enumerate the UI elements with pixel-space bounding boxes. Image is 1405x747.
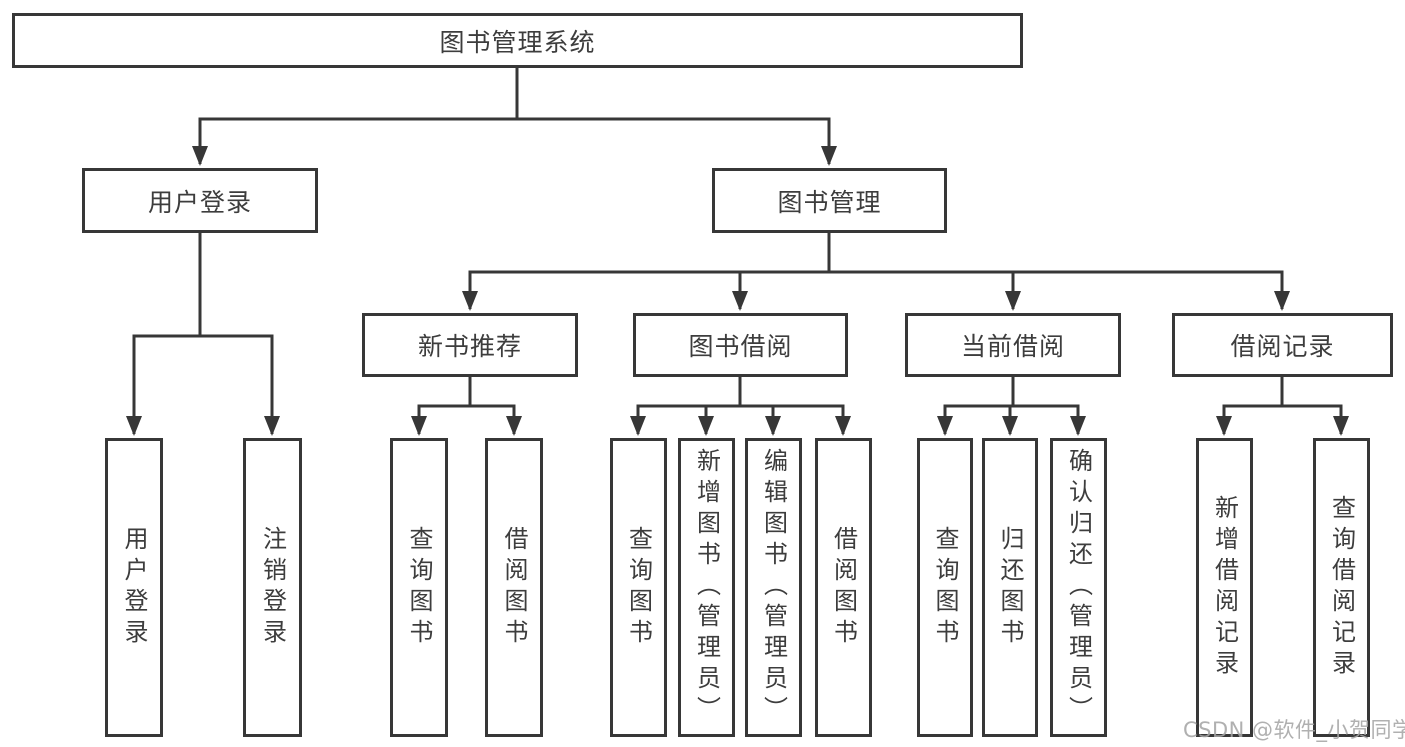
node-label: 图书管理系统 <box>439 27 596 57</box>
node-user-login: 用户登录 <box>82 168 318 233</box>
node-label: 借阅记录 <box>1230 332 1335 361</box>
node-leaf-add-borrow-record: 新增借阅记录 <box>1196 438 1253 737</box>
node-leaf-query-books-1: 查询图书 <box>390 438 448 737</box>
node-label: 查询图书 <box>624 525 653 650</box>
connector-root-to-level2 <box>192 68 837 166</box>
connector-new-book-recommend-children <box>411 377 522 436</box>
node-leaf-borrow-book-1: 借阅图书 <box>485 438 543 737</box>
node-leaf-edit-book-admin: 编辑图书（管理员） <box>745 438 802 737</box>
node-library-management-system: 图书管理系统 <box>12 13 1023 68</box>
node-leaf-logout: 注销登录 <box>243 438 302 737</box>
node-leaf-return-book: 归还图书 <box>982 438 1038 737</box>
node-label: 查询借阅记录 <box>1327 494 1356 681</box>
node-label: 归还图书 <box>996 525 1024 650</box>
node-label: 借阅图书 <box>829 525 858 650</box>
connector-borrow-records-children <box>1216 377 1349 436</box>
node-leaf-confirm-return-admin: 确认归还（管理员） <box>1050 438 1107 737</box>
connector-user-login-children <box>126 233 280 436</box>
node-label: 借阅图书 <box>500 525 528 650</box>
node-book-borrow: 图书借阅 <box>633 313 848 377</box>
node-label: 查询图书 <box>931 525 959 650</box>
node-label: 图书借阅 <box>688 332 793 361</box>
node-leaf-query-books-3: 查询图书 <box>917 438 973 737</box>
node-label: 新书推荐 <box>417 332 522 361</box>
node-borrow-records: 借阅记录 <box>1172 313 1393 377</box>
node-label: 新增借阅记录 <box>1210 494 1239 681</box>
node-label: 当前借阅 <box>960 332 1065 361</box>
node-label: 新增图书（管理员） <box>692 448 721 727</box>
node-current-borrow: 当前借阅 <box>905 313 1121 377</box>
node-label: 查询图书 <box>405 525 433 650</box>
node-leaf-query-borrow-record: 查询借阅记录 <box>1313 438 1370 737</box>
node-leaf-borrow-book-2: 借阅图书 <box>815 438 872 737</box>
node-label: 图书管理 <box>777 187 882 217</box>
node-leaf-add-book-admin: 新增图书（管理员） <box>678 438 735 737</box>
node-label: 编辑图书（管理员） <box>759 448 788 727</box>
node-leaf-user-login: 用户登录 <box>105 438 163 737</box>
connector-book-management-children <box>462 233 1290 311</box>
node-label: 确认归还（管理员） <box>1064 448 1093 727</box>
node-book-management: 图书管理 <box>712 168 947 233</box>
csdn-watermark: CSDN @软件_小贺同学 <box>1183 718 1405 742</box>
node-label: 注销登录 <box>258 525 287 650</box>
node-leaf-query-books-2: 查询图书 <box>610 438 667 737</box>
node-new-book-recommend: 新书推荐 <box>362 313 578 377</box>
node-label: 用户登录 <box>120 525 148 650</box>
node-label: 用户登录 <box>147 187 252 217</box>
connector-current-borrow-children <box>937 377 1086 436</box>
connector-book-borrow-children <box>630 377 851 436</box>
